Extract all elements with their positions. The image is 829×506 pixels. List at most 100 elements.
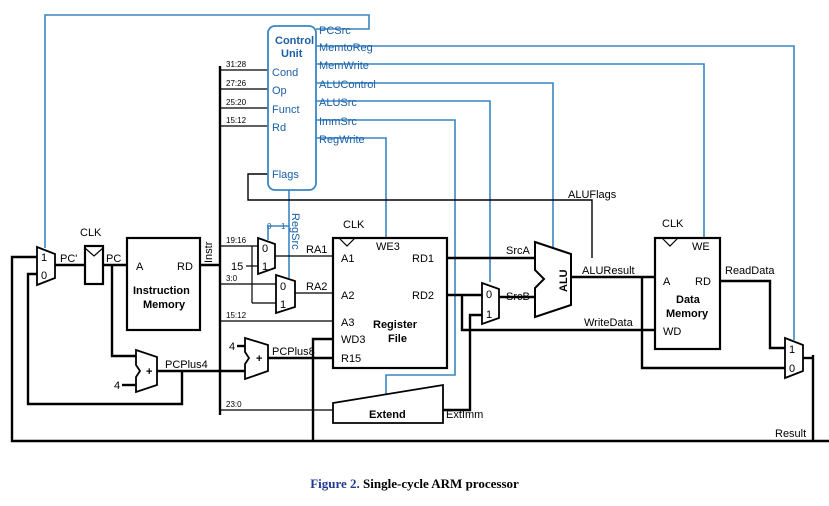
imem-name-2: Memory <box>143 299 186 311</box>
rf-r15: R15 <box>341 353 361 365</box>
dmem-port-a: A <box>663 276 671 288</box>
pc-mux: 1 0 <box>36 245 56 287</box>
figure-number: Figure 2. <box>310 476 360 491</box>
readdata-label: ReadData <box>725 265 775 277</box>
ra2-mux: 0 1 <box>275 273 296 315</box>
result-mux-in1: 1 <box>789 344 795 356</box>
srcb-label: SrcB <box>506 291 530 303</box>
figure-caption: Figure 2. Single-cycle ARM processor <box>0 476 829 492</box>
pcplus4-adder: + <box>135 348 158 394</box>
rf-wd3: WD3 <box>341 334 365 346</box>
clk-label-pc: CLK <box>80 227 102 239</box>
result-mux: 1 0 <box>784 336 804 380</box>
dmem-port-wd: WD <box>663 326 681 338</box>
op-bits: 27:26 <box>226 79 247 88</box>
four-b-label: 4 <box>229 341 235 353</box>
regsrc-label: RegSrc <box>289 213 301 250</box>
pcsrc-label: PCSrc <box>319 25 351 37</box>
alu-label: ALU <box>558 269 570 292</box>
pc-prime-label: PC' <box>60 253 77 265</box>
control-unit-title-1: Control <box>275 35 314 47</box>
fifteen-label: 15 <box>231 261 243 273</box>
funct-bits: 25:20 <box>226 98 247 107</box>
dmem-port-rd: RD <box>695 276 711 288</box>
imem-port-a: A <box>136 261 144 273</box>
ra2-mux-in1: 1 <box>280 299 286 311</box>
pc-mux-in1: 1 <box>41 252 47 264</box>
ra2-label: RA2 <box>306 281 327 293</box>
memtoreg-label: MemtoReg <box>319 42 373 54</box>
pc-label: PC <box>106 253 121 265</box>
a3-bits: 15:12 <box>226 311 247 320</box>
data-memory: WE A RD WD Data Memory <box>653 236 722 351</box>
rf-a1: A1 <box>341 253 354 265</box>
imem-port-rd: RD <box>177 261 193 273</box>
control-unit: Control Unit Cond Op Funct Rd Flags PCSr… <box>267 25 376 191</box>
extend-unit: Extend <box>332 383 444 424</box>
instr-label: Instr <box>203 241 215 263</box>
cond-bits: 31:28 <box>226 60 247 69</box>
pcplus8-label: PCPlus8 <box>272 346 315 358</box>
instruction-memory: A RD Instruction Memory <box>125 236 202 332</box>
rf-a3: A3 <box>341 317 354 329</box>
aluresult-label: ALUResult <box>582 265 635 277</box>
regwrite-label: RegWrite <box>319 134 365 146</box>
result-mux-in0: 0 <box>789 363 795 375</box>
result-label: Result <box>775 428 806 440</box>
ra2-mux-in0: 0 <box>280 281 286 293</box>
pcplus4-label: PCPlus4 <box>165 359 208 371</box>
alu: ALU <box>534 240 572 319</box>
clk-label-dmem: CLK <box>662 218 684 230</box>
srcb-mux-in1: 1 <box>486 309 492 321</box>
rf-name-2: File <box>388 333 407 345</box>
ra1-label: RA1 <box>306 244 327 256</box>
dmem-port-we: WE <box>692 241 710 253</box>
ra2-bits: 3:0 <box>226 274 238 283</box>
srca-label: SrcA <box>506 245 531 257</box>
pcplus8-adder: + <box>244 336 269 381</box>
imm-bits: 23:0 <box>226 400 242 409</box>
data-wires <box>10 66 829 443</box>
four-a-label: 4 <box>114 380 120 392</box>
pc-register <box>83 244 105 286</box>
imem-name-1: Instruction <box>133 285 190 297</box>
srcb-mux-in0: 0 <box>486 289 492 301</box>
extend-label: Extend <box>369 409 406 421</box>
srcb-mux: 0 1 <box>481 281 500 326</box>
bit-field-labels: 31:28 27:26 25:20 15:12 19:16 3:0 15:12 … <box>226 60 247 409</box>
rf-a2: A2 <box>341 290 354 302</box>
ra1-mux-in1: 1 <box>262 261 268 273</box>
dmem-name-1: Data <box>676 294 701 306</box>
cu-rd-label: Rd <box>272 122 286 134</box>
clk-label-rf: CLK <box>343 219 365 231</box>
memwrite-label: MemWrite <box>319 60 369 72</box>
rf-rd2: RD2 <box>412 290 434 302</box>
control-unit-title-2: Unit <box>281 48 303 60</box>
pc-mux-in0: 0 <box>41 270 47 282</box>
adder2-plus: + <box>256 353 262 365</box>
rf-name-1: Register <box>373 319 418 331</box>
ra1-mux-in0: 0 <box>262 243 268 255</box>
alucontrol-label: ALUControl <box>319 79 376 91</box>
cu-funct-label: Funct <box>272 104 300 116</box>
register-file: A1 A2 A3 WD3 R15 WE3 RD1 RD2 Register Fi… <box>331 236 449 370</box>
alusrc-label: ALUSrc <box>319 97 357 109</box>
writedata-label: WriteData <box>584 317 634 329</box>
ra1-mux: 0 1 <box>257 236 276 276</box>
regsrc-bit0: 0 <box>267 222 272 231</box>
cu-cond-label: Cond <box>272 67 298 79</box>
rd-bits: 15:12 <box>226 116 247 125</box>
cu-flags-label: Flags <box>272 169 299 181</box>
control-wires <box>44 14 795 394</box>
ra1-bits: 19:16 <box>226 236 247 245</box>
cu-op-label: Op <box>272 85 287 97</box>
aluflags-label: ALUFlags <box>568 189 617 201</box>
rf-we3: WE3 <box>376 241 400 253</box>
regsrc-bit1: 1 <box>281 222 286 231</box>
dmem-name-2: Memory <box>666 308 709 320</box>
rf-rd1: RD1 <box>412 253 434 265</box>
immsrc-label: ImmSrc <box>319 116 357 128</box>
extimm-label: ExtImm <box>446 409 483 421</box>
adder1-plus: + <box>146 366 152 378</box>
